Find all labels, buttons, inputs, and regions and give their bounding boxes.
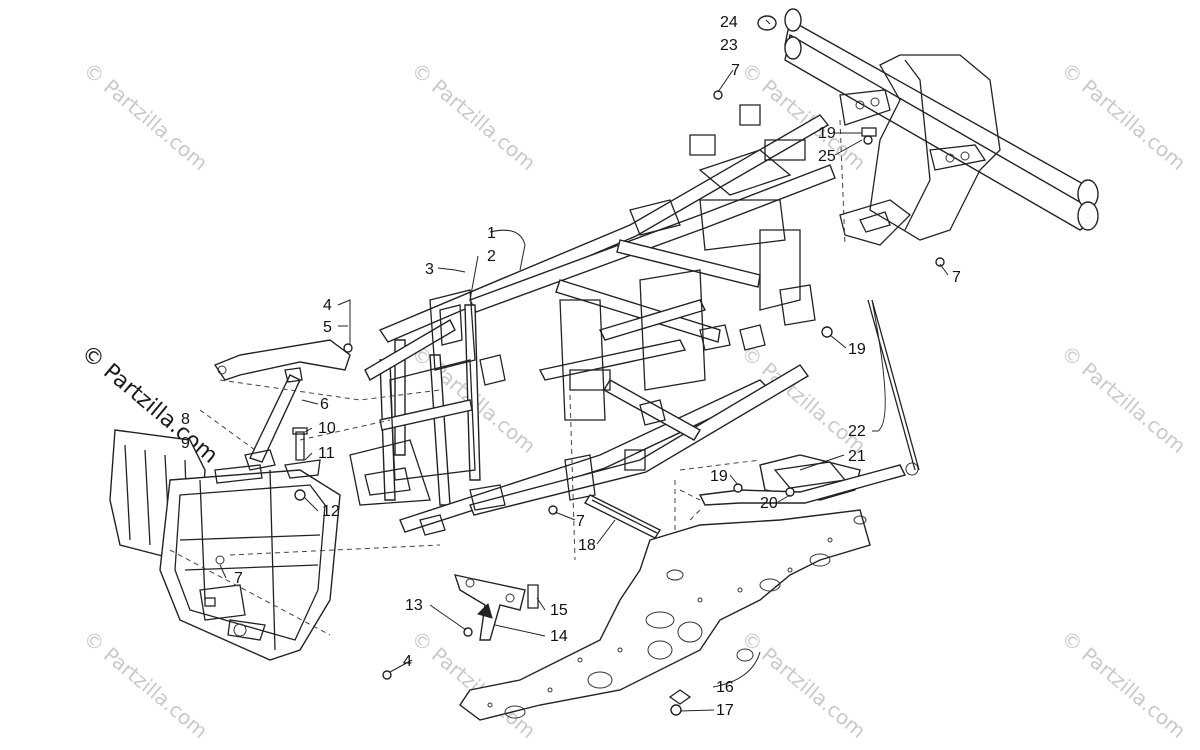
- callout-21: 21: [848, 448, 866, 465]
- callout-7: 7: [952, 269, 961, 286]
- watermark: © Partzilla.com: [1057, 625, 1191, 743]
- callout-5: 5: [323, 319, 332, 336]
- watermark: © Partzilla.com: [79, 625, 213, 743]
- callout-15: 15: [550, 602, 568, 619]
- watermark: © Partzilla.com: [737, 625, 871, 743]
- callout-7: 7: [234, 570, 243, 587]
- step-bracket: [679, 299, 920, 521]
- callout-11: 11: [318, 445, 335, 462]
- callout-9: 9: [181, 435, 190, 452]
- watermark: © Partzilla.com: [79, 57, 213, 175]
- callout-13: 13: [405, 597, 423, 614]
- skid-plate: [459, 509, 871, 721]
- hardware-cluster: [284, 427, 321, 501]
- callout-16: 16: [716, 679, 734, 696]
- callout-7: 7: [731, 62, 740, 79]
- watermark: © Partzilla.com: [1057, 57, 1191, 175]
- front-bumper: [109, 429, 441, 661]
- callout-14: 14: [550, 628, 568, 645]
- callout-4: 4: [403, 653, 412, 670]
- watermark: © Partzilla.com: [1057, 340, 1191, 458]
- strip-pad: [583, 494, 662, 539]
- callout-4: 4: [323, 297, 332, 314]
- callout-2: 2: [487, 248, 496, 265]
- callout-20: 20: [760, 495, 778, 512]
- front-brackets: [199, 339, 441, 471]
- callout-8: 8: [181, 411, 190, 428]
- callout-6: 6: [320, 396, 329, 413]
- leader-lines: [219, 19, 949, 712]
- callout-labels: 1 2 3 4 4 5 6 7 7 7 7 8 9 10 11 12 13 14…: [181, 14, 961, 719]
- callout-10: 10: [318, 420, 336, 437]
- callout-18: 18: [578, 537, 596, 554]
- callout-19: 19: [818, 125, 836, 142]
- mount-bracket: [453, 574, 539, 641]
- callout-25: 25: [818, 148, 836, 165]
- callout-17: 17: [716, 702, 734, 719]
- rear-rack: [757, 8, 1099, 246]
- callout-22: 22: [848, 423, 866, 440]
- main-frame: [349, 104, 846, 575]
- callout-12: 12: [322, 503, 340, 520]
- callout-1: 1: [487, 225, 496, 242]
- callout-24: 24: [720, 14, 738, 31]
- callout-7: 7: [576, 513, 585, 530]
- callout-19: 19: [710, 468, 728, 485]
- callout-23: 23: [720, 37, 738, 54]
- callout-19: 19: [848, 341, 866, 358]
- watermark: © Partzilla.com: [407, 57, 541, 175]
- callout-3: 3: [425, 261, 434, 278]
